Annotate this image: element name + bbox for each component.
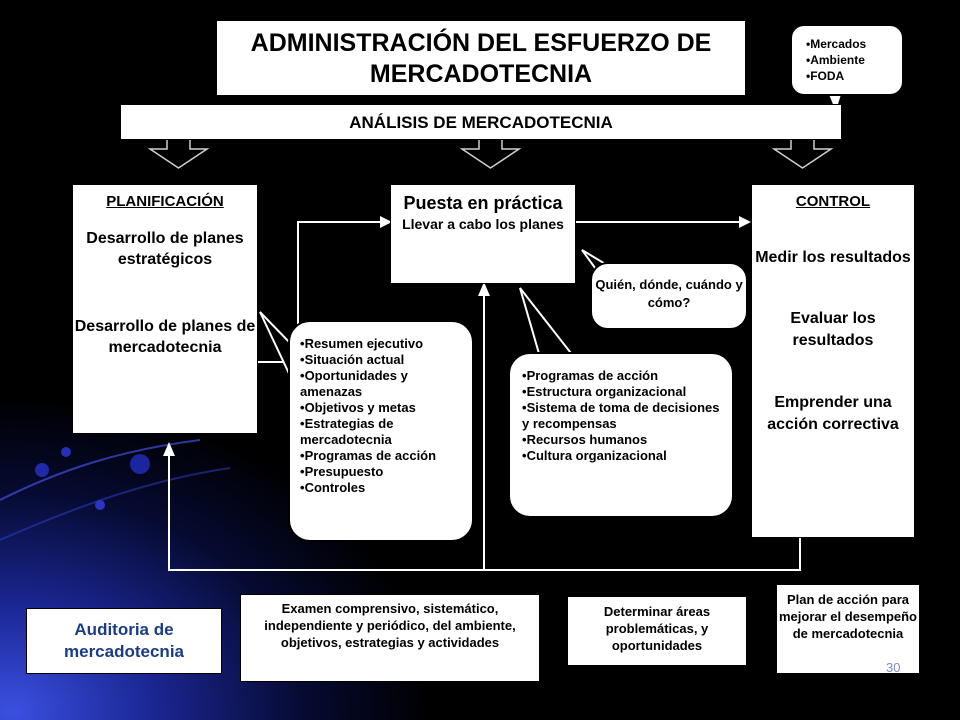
arrow-head-icon [163,442,175,456]
analysis-box: ANÁLISIS DE MERCADOTECNIA [120,104,842,140]
list-item: Programas de acción [522,368,726,384]
list-item: Situación actual [300,352,468,368]
decorative-dot [130,454,150,474]
list-item: Sistema de toma de decisiones y recompen… [522,400,726,432]
decorative-dot [35,463,49,477]
list-item: Cultura organizacional [522,448,726,464]
page-number: 30 [886,660,901,675]
implementation-subtitle: Llevar a cabo los planes [402,216,564,232]
down-arrow-icon [459,136,522,169]
list-item: Estrategias de mercadotecnia [300,416,468,448]
decorative-dot [61,447,71,457]
quien-bubble: Quién, dónde, cuándo y cómo? [590,262,748,330]
diagram-title: ADMINISTRACIÓN DEL ESFUERZO DE MERCADOTE… [216,20,746,96]
program-bubble-tail [519,287,577,358]
implementation-content-bubble: Programas de acción Estructura organizac… [508,352,734,518]
planning-item: Desarrollo de planes estratégicos [86,230,244,268]
control-item: Evaluar los resultados [790,310,876,349]
list-item: Objetivos y metas [300,400,468,416]
implementation-box: Puesta en práctica Llevar a cabo los pla… [390,184,576,284]
control-heading: CONTROL [795,193,871,210]
arrow-head-icon [478,282,490,296]
list-item: Recursos humanos [522,432,726,448]
control-box: CONTROL Medir los resultados Evaluar los… [751,184,915,538]
action-plan-box: Plan de acción para mejorar el desempeño… [776,584,920,674]
list-item: Resumen ejecutivo [300,336,468,352]
control-item: Emprender una acción correctiva [767,394,899,433]
list-item: Controles [300,480,468,496]
arrow-head-icon [380,216,392,228]
arrow-head-icon [739,216,751,228]
list-item: Programas de acción [300,448,468,464]
down-arrow-icon [147,136,210,169]
planning-item: Desarrollo de planes de mercadotecnia [74,318,256,356]
list-item: Presupuesto [300,464,468,480]
top-bubble: Mercados Ambiente FODA [790,24,904,96]
planning-box: PLANIFICACIÓN Desarrollo de planes estra… [72,184,258,434]
exam-box: Examen comprensivo, sistemático, indepen… [240,594,540,682]
list-item: FODA [806,68,902,84]
control-item: Medir los resultados [755,249,911,266]
planning-heading: PLANIFICACIÓN [106,193,224,210]
plan-content-bubble: Resumen ejecutivo Situación actual Oport… [288,320,474,542]
plan-to-implementation-line [258,221,382,363]
list-item: Ambiente [806,52,902,68]
analysis-down-arrows [147,136,834,169]
determine-box: Determinar áreas problemáticas, y oportu… [567,596,747,666]
implementation-heading: Puesta en práctica [403,193,563,213]
list-item: Oportunidades y amenazas [300,368,468,400]
list-item: Mercados [806,36,902,52]
decorative-dot [95,500,105,510]
down-arrow-icon [771,136,834,169]
list-item: Estructura organizacional [522,384,726,400]
audit-box: Auditoria de mercadotecnia [26,608,222,674]
